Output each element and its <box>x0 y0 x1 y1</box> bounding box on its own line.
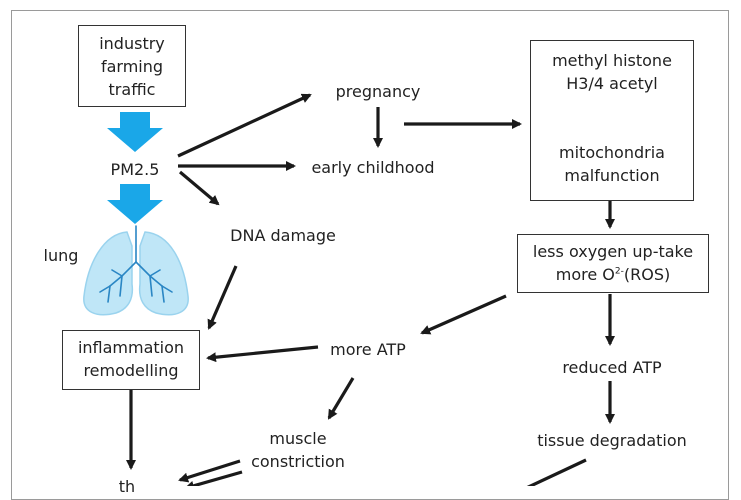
arrow-layer <box>83 93 637 486</box>
muscle-line1: muscle <box>269 429 327 448</box>
inflammation-line2: remodelling <box>83 361 179 380</box>
mitochondria-line1: mitochondria <box>559 143 665 162</box>
inflammation-box: inflammation remodelling <box>62 330 200 390</box>
blue-arrow-pm25-to-lung <box>107 184 163 224</box>
lung-label: lung <box>43 246 79 265</box>
partial-bottom-label: th <box>118 477 136 496</box>
reduced-atp-label: reduced ATP <box>562 358 662 377</box>
methyl-histone-line2: H3/4 acetyl <box>566 74 658 93</box>
arrow-muscle-to-bottom-a <box>178 459 241 483</box>
epigenetic-box: methyl histone H3/4 acetyl mitochondria … <box>530 40 694 201</box>
arrow-more-atp-to-muscle <box>327 377 355 420</box>
source-farming: farming <box>100 57 164 76</box>
mitochondria-line2: malfunction <box>564 166 660 185</box>
oxygen-line2: more O2-(ROS) <box>555 265 671 284</box>
arrow-dna-damage-to-inflammation <box>207 265 238 330</box>
arrow-pm25-to-dna-damage <box>178 170 220 206</box>
arrow-more-atp-to-inflammation <box>206 345 319 363</box>
inflammation-line1: inflammation <box>77 338 185 357</box>
tissue-degradation-label: tissue degradation <box>537 431 687 450</box>
arrow-muscle-to-bottom-b <box>184 470 243 486</box>
oxygen-line1: less oxygen up-take <box>532 242 694 261</box>
arrow-pm25-to-pregnancy <box>177 93 312 158</box>
methyl-histone-line1: methyl histone <box>552 51 672 70</box>
more-atp-label: more ATP <box>330 340 406 359</box>
line-tissue-to-bottom <box>526 458 587 486</box>
oxygen-box: less oxygen up-take more O2-(ROS) <box>517 234 709 293</box>
muscle-line2: constriction <box>251 452 345 471</box>
source-traffic: traffic <box>108 80 156 99</box>
lung-illustration <box>83 225 189 316</box>
sources-box: industry farming traffic <box>78 25 186 107</box>
arrow-oxygen-to-more-atp <box>420 294 507 335</box>
source-industry: industry <box>99 34 165 53</box>
dna-damage-label: DNA damage <box>230 226 336 245</box>
pregnancy-label: pregnancy <box>335 82 421 101</box>
early-childhood-label: early childhood <box>311 158 435 177</box>
blue-arrow-sources-to-pm25 <box>107 112 163 152</box>
pm25-label: PM2.5 <box>110 160 160 179</box>
